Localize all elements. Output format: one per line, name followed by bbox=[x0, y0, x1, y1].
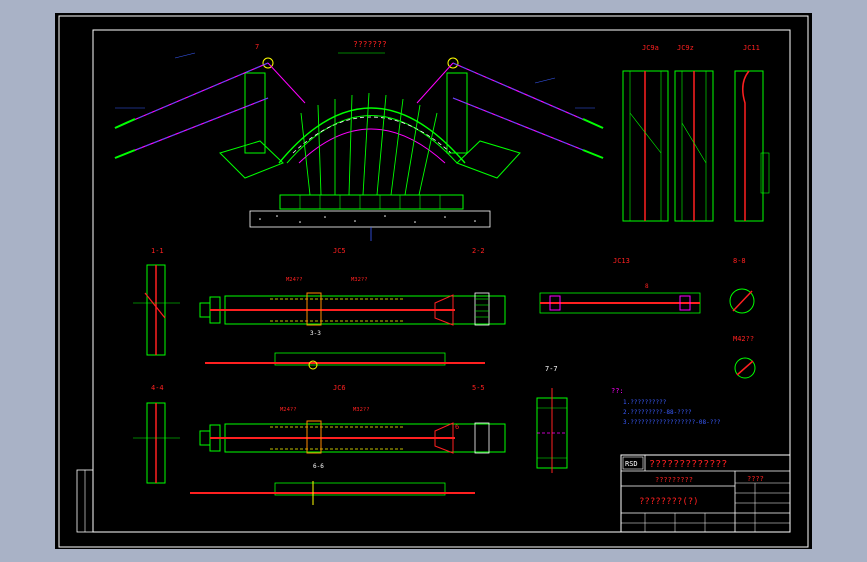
notes-line-3: 3.??????????????????-08-??? bbox=[623, 419, 721, 426]
label-3-3: 3-3 bbox=[310, 330, 321, 337]
detail-jc5: 1-1 JC5 2-2 M24?? M32?? 3-3 bbox=[133, 247, 506, 370]
label-4-4: 4-4 bbox=[151, 384, 164, 392]
notes-header: ??: bbox=[611, 387, 624, 395]
marker-8: 8 bbox=[645, 283, 649, 290]
label-m24-a: M24?? bbox=[286, 277, 303, 283]
label-m24-b: M24?? bbox=[280, 407, 297, 413]
label-7-7: 7-7 bbox=[545, 365, 558, 373]
cad-drawing-canvas: ??????? bbox=[58, 15, 809, 548]
notes-line-2: 2.?????????-88-???? bbox=[623, 409, 692, 416]
label-m32-a: M32?? bbox=[351, 277, 368, 283]
label-jc9b: JC9z bbox=[677, 44, 694, 52]
drawing-name: ????????(?) bbox=[639, 497, 699, 507]
label-1-1: 1-1 bbox=[151, 247, 164, 255]
label-jc5: JC5 bbox=[333, 247, 346, 255]
arch-elevation: ??????? bbox=[114, 40, 604, 241]
section-7-7: 7-7 bbox=[536, 365, 568, 473]
notes-block: ??: 1.?????????? 2.?????????-88-???? 3.?… bbox=[611, 387, 721, 426]
company-logo: RSD bbox=[625, 460, 638, 468]
label-8-8: 8-8 bbox=[733, 257, 746, 265]
label-m32-b: M32?? bbox=[353, 407, 370, 413]
label-jc9a: JC9a bbox=[642, 44, 659, 52]
detail-jc9-jc11: JC9a JC9z JC11 bbox=[622, 44, 770, 222]
label-jc13: JC13 bbox=[613, 257, 630, 265]
marker-6: 6 bbox=[455, 423, 459, 431]
label-m42: M42?? bbox=[733, 335, 754, 343]
detail-jc6: 4-4 JC6 5-5 6 M24?? M32?? 6-6 bbox=[133, 384, 506, 505]
project-label: ????????? bbox=[655, 476, 693, 484]
label-5-5: 5-5 bbox=[472, 384, 485, 392]
main-title: ??????? bbox=[353, 40, 387, 49]
inner-border bbox=[92, 29, 791, 533]
title-block: RSD ????????????? ????????? ???? ???????… bbox=[620, 454, 791, 533]
label-6-6: 6-6 bbox=[313, 463, 324, 470]
outer-border bbox=[58, 15, 809, 548]
label-2-2: 2-2 bbox=[472, 247, 485, 255]
detail-jc13: JC13 8 8-8 M42?? bbox=[539, 257, 756, 379]
label-jc11: JC11 bbox=[743, 44, 760, 52]
cad-drawing-viewport[interactable]: ??????? bbox=[55, 13, 812, 549]
label-jc6: JC6 bbox=[333, 384, 346, 392]
notes-line-1: 1.?????????? bbox=[623, 399, 667, 406]
stage-label: ???? bbox=[747, 475, 764, 483]
marker-7: 7 bbox=[255, 43, 259, 51]
company-name: ????????????? bbox=[649, 459, 727, 470]
